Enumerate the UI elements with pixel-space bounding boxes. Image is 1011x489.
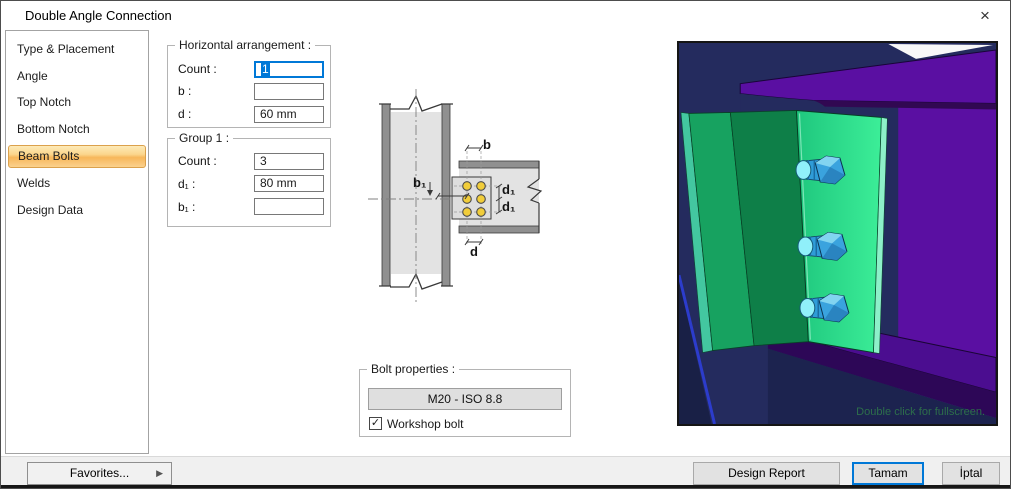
workshop-bolt-checkbox[interactable]: ✓ — [369, 417, 382, 431]
group1-group: Group 1 : Count : 3 d₁ : 80 mm b₁ : — [167, 131, 331, 227]
favorites-label: Favorites... — [69, 466, 130, 480]
b-input[interactable] — [254, 83, 324, 100]
group1-title: Group 1 : — [175, 131, 234, 145]
diagram-bolts — [462, 181, 486, 217]
d1-label: d₁ : — [178, 177, 196, 191]
ok-button[interactable]: Tamam — [852, 462, 924, 485]
design-report-button[interactable]: Design Report — [693, 462, 840, 485]
3d-bolts — [795, 155, 850, 323]
green-angle-plate — [680, 109, 888, 354]
sidebar-item-top-notch[interactable]: Top Notch — [17, 95, 72, 110]
window-bottom-edge — [1, 485, 1010, 488]
dimension-lines — [429, 144, 503, 246]
3d-preview-viewport[interactable]: Double click for fullscreen. — [677, 41, 998, 426]
bolt-properties-title: Bolt properties : — [367, 362, 460, 376]
b-label: b : — [178, 84, 192, 98]
d1-input[interactable]: 80 mm — [254, 175, 324, 192]
d-input[interactable]: 60 mm — [254, 106, 324, 123]
close-icon[interactable]: × — [980, 6, 990, 25]
sidebar-item-welds[interactable]: Welds — [17, 176, 51, 191]
d-label: d : — [178, 107, 192, 121]
window-title: Double Angle Connection — [25, 8, 172, 23]
sidebar-item-bottom-notch[interactable]: Bottom Notch — [17, 121, 90, 136]
sidebar-nav: Type & Placement Angle Top Notch Bottom … — [5, 30, 149, 454]
footer-separator — [1, 456, 1010, 457]
floor-shadow — [679, 279, 712, 424]
fullscreen-hint-text: Double click for fullscreen. — [856, 406, 985, 418]
3d-preview-scene: Double click for fullscreen. — [677, 43, 997, 425]
bolt-type-button[interactable]: M20 - ISO 8.8 — [368, 388, 562, 410]
cancel-button[interactable]: İptal — [942, 462, 1000, 485]
favorites-button[interactable]: Favorites... ▶ — [27, 462, 172, 485]
sidebar-item-angle[interactable]: Angle — [17, 68, 48, 83]
background-gap — [888, 43, 994, 59]
sidebar-item-design-data[interactable]: Design Data — [17, 202, 84, 217]
count-label: Count : — [178, 62, 217, 76]
group1-count-input[interactable]: 3 — [254, 153, 324, 170]
column-edge-line — [677, 274, 716, 425]
dim-label-d1-top: d₁ — [502, 182, 515, 197]
favorites-arrow-icon: ▶ — [156, 468, 163, 478]
workshop-bolt-label: Workshop bolt — [387, 416, 464, 431]
connection-diagram: b b₁ d₁ d₁ d — [368, 89, 543, 305]
dim-label-d: d — [470, 244, 478, 259]
b1-arrow — [427, 190, 433, 196]
sidebar-item-type-placement[interactable]: Type & Placement — [17, 42, 115, 56]
title-bar: Double Angle Connection × — [1, 1, 1010, 31]
horizontal-arrangement-title: Horizontal arrangement : — [175, 38, 316, 52]
dim-label-d1-bottom: d₁ — [502, 199, 515, 214]
group1-count-label: Count : — [178, 154, 217, 168]
b1-label: b₁ : — [178, 200, 196, 214]
dim-label-b1: b₁ — [413, 175, 426, 190]
bolt-properties-group: Bolt properties : M20 - ISO 8.8 ✓ Worksho… — [359, 362, 571, 437]
count-input[interactable]: 1 — [254, 61, 324, 78]
sidebar-item-beam-bolts[interactable]: Beam Bolts — [8, 144, 146, 168]
dim-label-b: b — [483, 137, 491, 152]
horizontal-arrangement-group: Horizontal arrangement : Count : 1 b : d… — [167, 38, 331, 128]
b1-input[interactable] — [254, 198, 324, 215]
